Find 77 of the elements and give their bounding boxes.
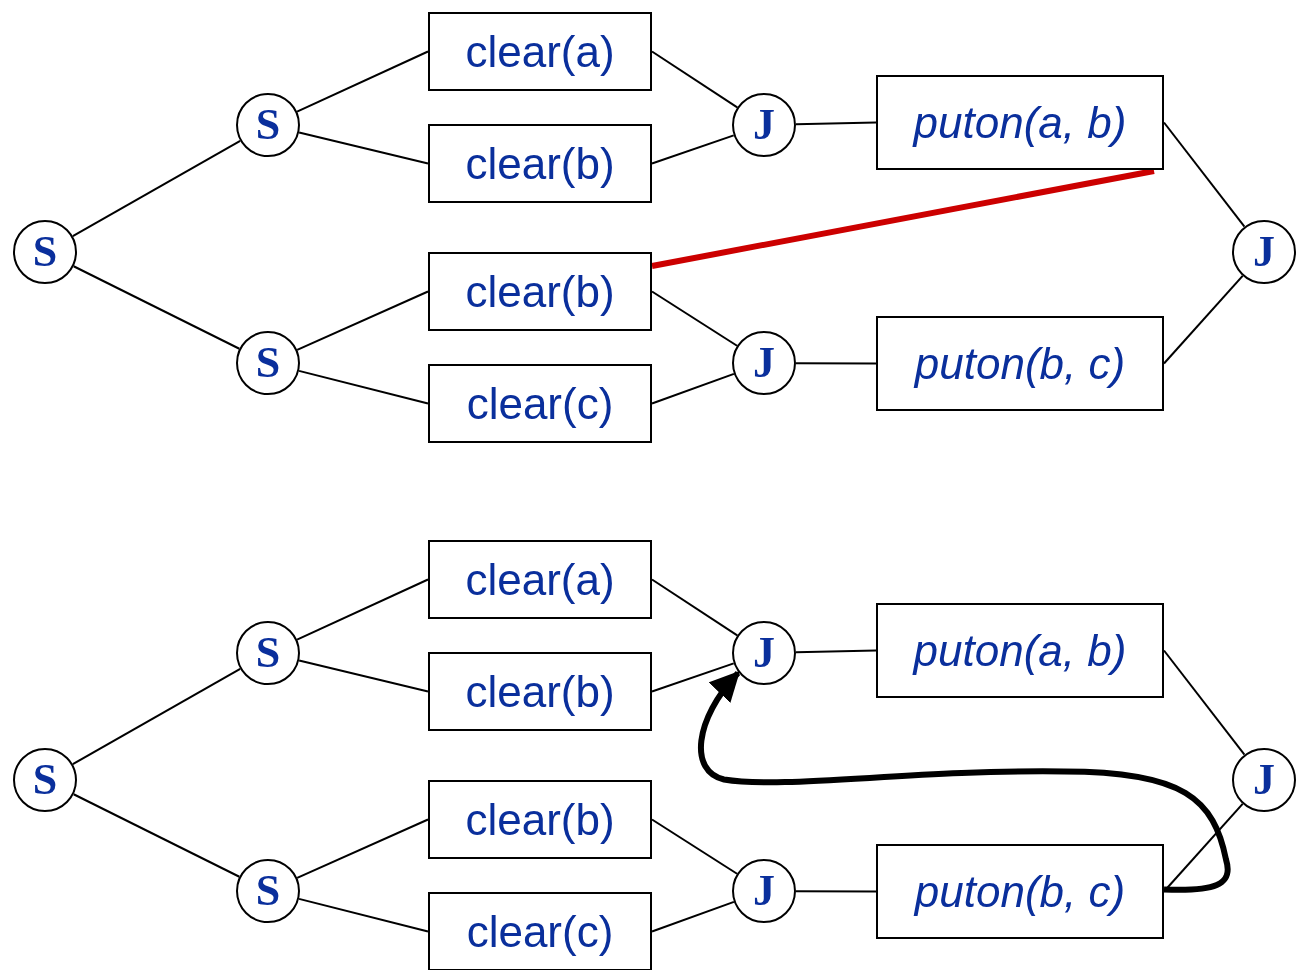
connector-line: [1163, 274, 1244, 365]
action-label: clear(c): [466, 381, 614, 426]
action-label: clear(c): [466, 909, 614, 954]
node-circle: [732, 621, 796, 685]
connector-line: [795, 362, 877, 365]
node-circle: [732, 859, 796, 923]
connector-line: [298, 897, 429, 933]
connector-line: [795, 890, 877, 893]
node-circle: [236, 331, 300, 395]
node-label: J: [753, 631, 775, 675]
action-box: [428, 12, 652, 91]
connector-line: [651, 372, 735, 405]
action-label: clear(b): [465, 141, 615, 186]
connector-line: [795, 121, 877, 126]
action-label: clear(a): [465, 29, 615, 74]
node-label: S: [255, 869, 281, 913]
connector-line: [72, 265, 241, 350]
connector-line: [298, 369, 429, 405]
action-label: puton(b, c): [914, 869, 1126, 914]
connector-line: [296, 290, 429, 351]
node-label: J: [753, 103, 775, 147]
node-label: S: [255, 103, 281, 147]
node-circle: [236, 859, 300, 923]
action-label: puton(b, c): [914, 341, 1126, 386]
action-box: [876, 603, 1164, 698]
connector-line: [72, 793, 241, 878]
action-label: puton(a, b): [913, 628, 1127, 673]
connector-line: [296, 578, 429, 641]
connector-line: [651, 578, 739, 637]
node-label: J: [1253, 758, 1275, 802]
connector-line: [651, 290, 739, 347]
node-circle: [732, 331, 796, 395]
node-circle: [236, 93, 300, 157]
connector-line: [296, 50, 429, 113]
connector-line: [298, 659, 429, 693]
connector-line: [1163, 649, 1246, 756]
action-box: [428, 252, 652, 331]
node-circle: [13, 220, 77, 284]
connector-line: [71, 667, 242, 766]
action-label: clear(a): [465, 557, 615, 602]
connector-line: [651, 50, 739, 109]
connector-line: [71, 139, 242, 238]
action-box: [876, 75, 1164, 170]
action-box: [428, 124, 652, 203]
action-label: clear(b): [465, 797, 615, 842]
node-circle: [1232, 748, 1296, 812]
action-box: [428, 892, 652, 970]
action-label: clear(b): [465, 269, 615, 314]
action-label: clear(b): [465, 669, 615, 714]
arrow: [698, 670, 1231, 893]
action-box: [428, 780, 652, 859]
node-label: J: [1253, 230, 1275, 274]
connector-line: [651, 818, 739, 875]
connector-line: [651, 662, 735, 693]
action-label: puton(a, b): [913, 100, 1127, 145]
node-label: S: [255, 631, 281, 675]
connector-line: [1163, 121, 1246, 228]
action-box: [876, 844, 1164, 939]
node-circle: [1232, 220, 1296, 284]
node-label: S: [32, 230, 58, 274]
node-circle: [13, 748, 77, 812]
node-label: J: [753, 869, 775, 913]
action-box: [428, 364, 652, 443]
node-circle: [236, 621, 300, 685]
node-label: S: [32, 758, 58, 802]
connector-line: [298, 131, 429, 165]
connector-line: [296, 818, 429, 879]
connector-line: [795, 649, 877, 654]
node-circle: [732, 93, 796, 157]
action-box: [428, 652, 652, 731]
node-label: J: [753, 341, 775, 385]
connector-line: [651, 134, 735, 165]
connector-line: [651, 900, 735, 933]
action-box: [876, 316, 1164, 411]
connector-line: [651, 168, 1155, 269]
node-label: S: [255, 341, 281, 385]
action-box: [428, 540, 652, 619]
